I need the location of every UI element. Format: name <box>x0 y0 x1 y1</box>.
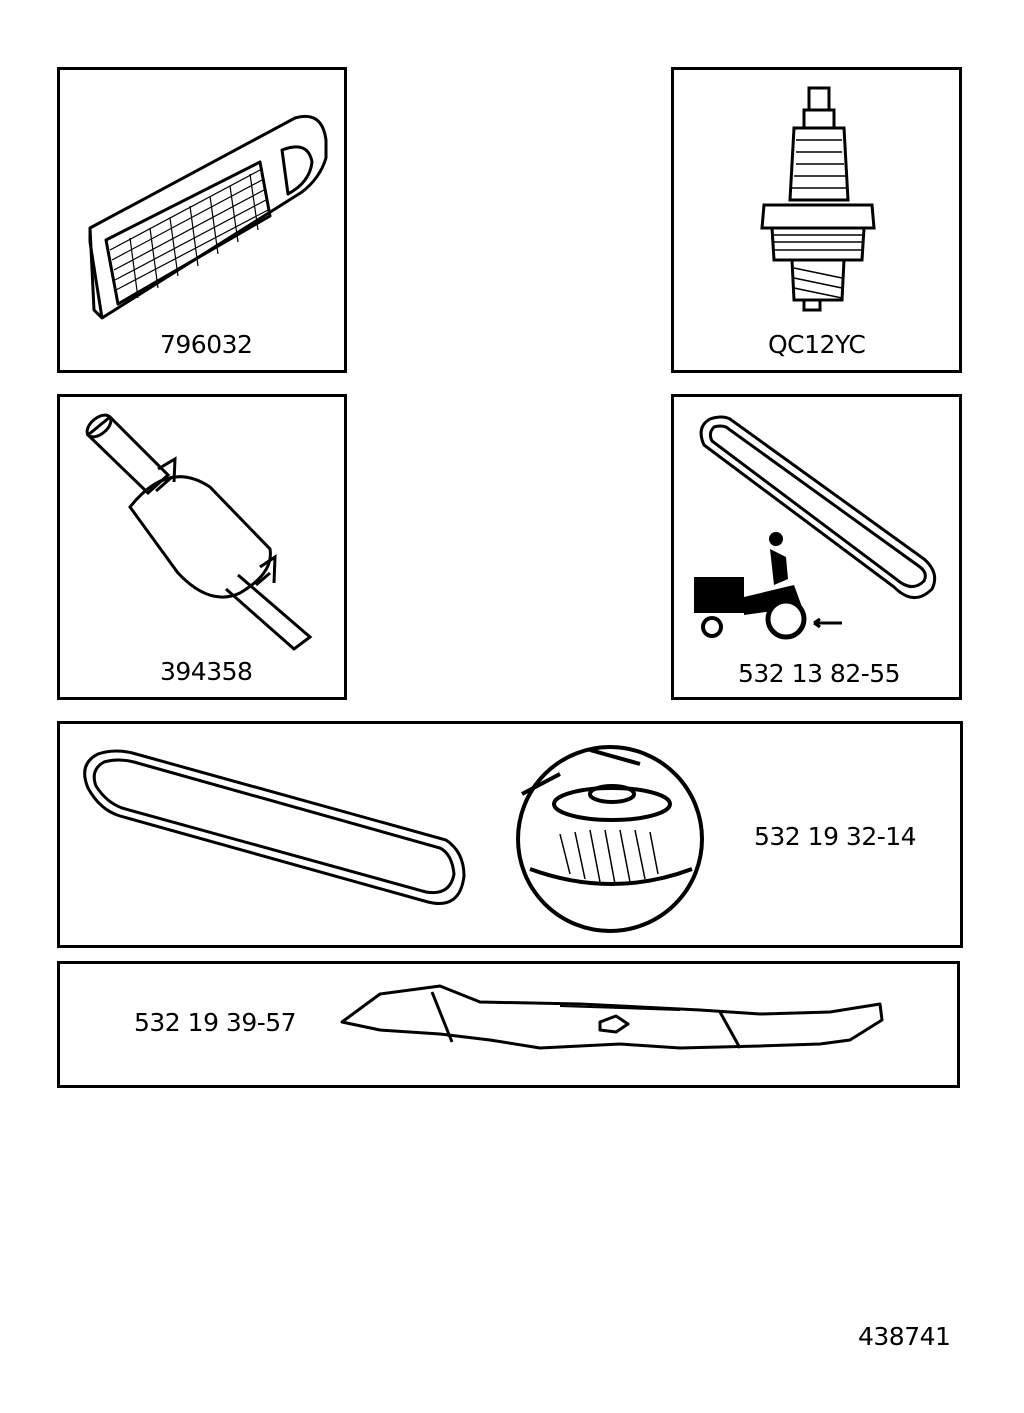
part-number-label: 394358 <box>160 657 253 686</box>
part-panel-mower-belt-pulley: 532 19 32-14 <box>57 721 963 948</box>
part-panel-fuel-filter: 394358 <box>57 394 347 700</box>
pulley-icon <box>516 745 704 933</box>
part-panel-tractor-belt: 532 13 82-55 <box>671 394 962 700</box>
part-number-label: 532 19 39-57 <box>134 1008 297 1037</box>
spark-plug-illustration <box>760 86 876 312</box>
air-filter-illustration <box>88 114 328 320</box>
part-panel-mower-blade: 532 19 39-57 <box>57 961 960 1088</box>
tractor-belt-illustration <box>694 415 937 640</box>
part-number-label: 796032 <box>160 330 253 359</box>
mower-blade-illustration <box>340 984 884 1050</box>
part-panel-spark-plug: QC12YC <box>671 67 962 373</box>
document-number: 438741 <box>858 1322 951 1351</box>
fuel-filter-illustration <box>85 413 313 651</box>
part-number-label: 532 13 82-55 <box>738 659 901 688</box>
part-number-label: QC12YC <box>768 330 866 359</box>
part-panel-air-filter: 796032 <box>57 67 347 373</box>
tractor-icon <box>694 532 842 640</box>
mower-belt-pulley-illustration <box>83 745 704 933</box>
part-number-label: 532 19 32-14 <box>754 822 917 851</box>
